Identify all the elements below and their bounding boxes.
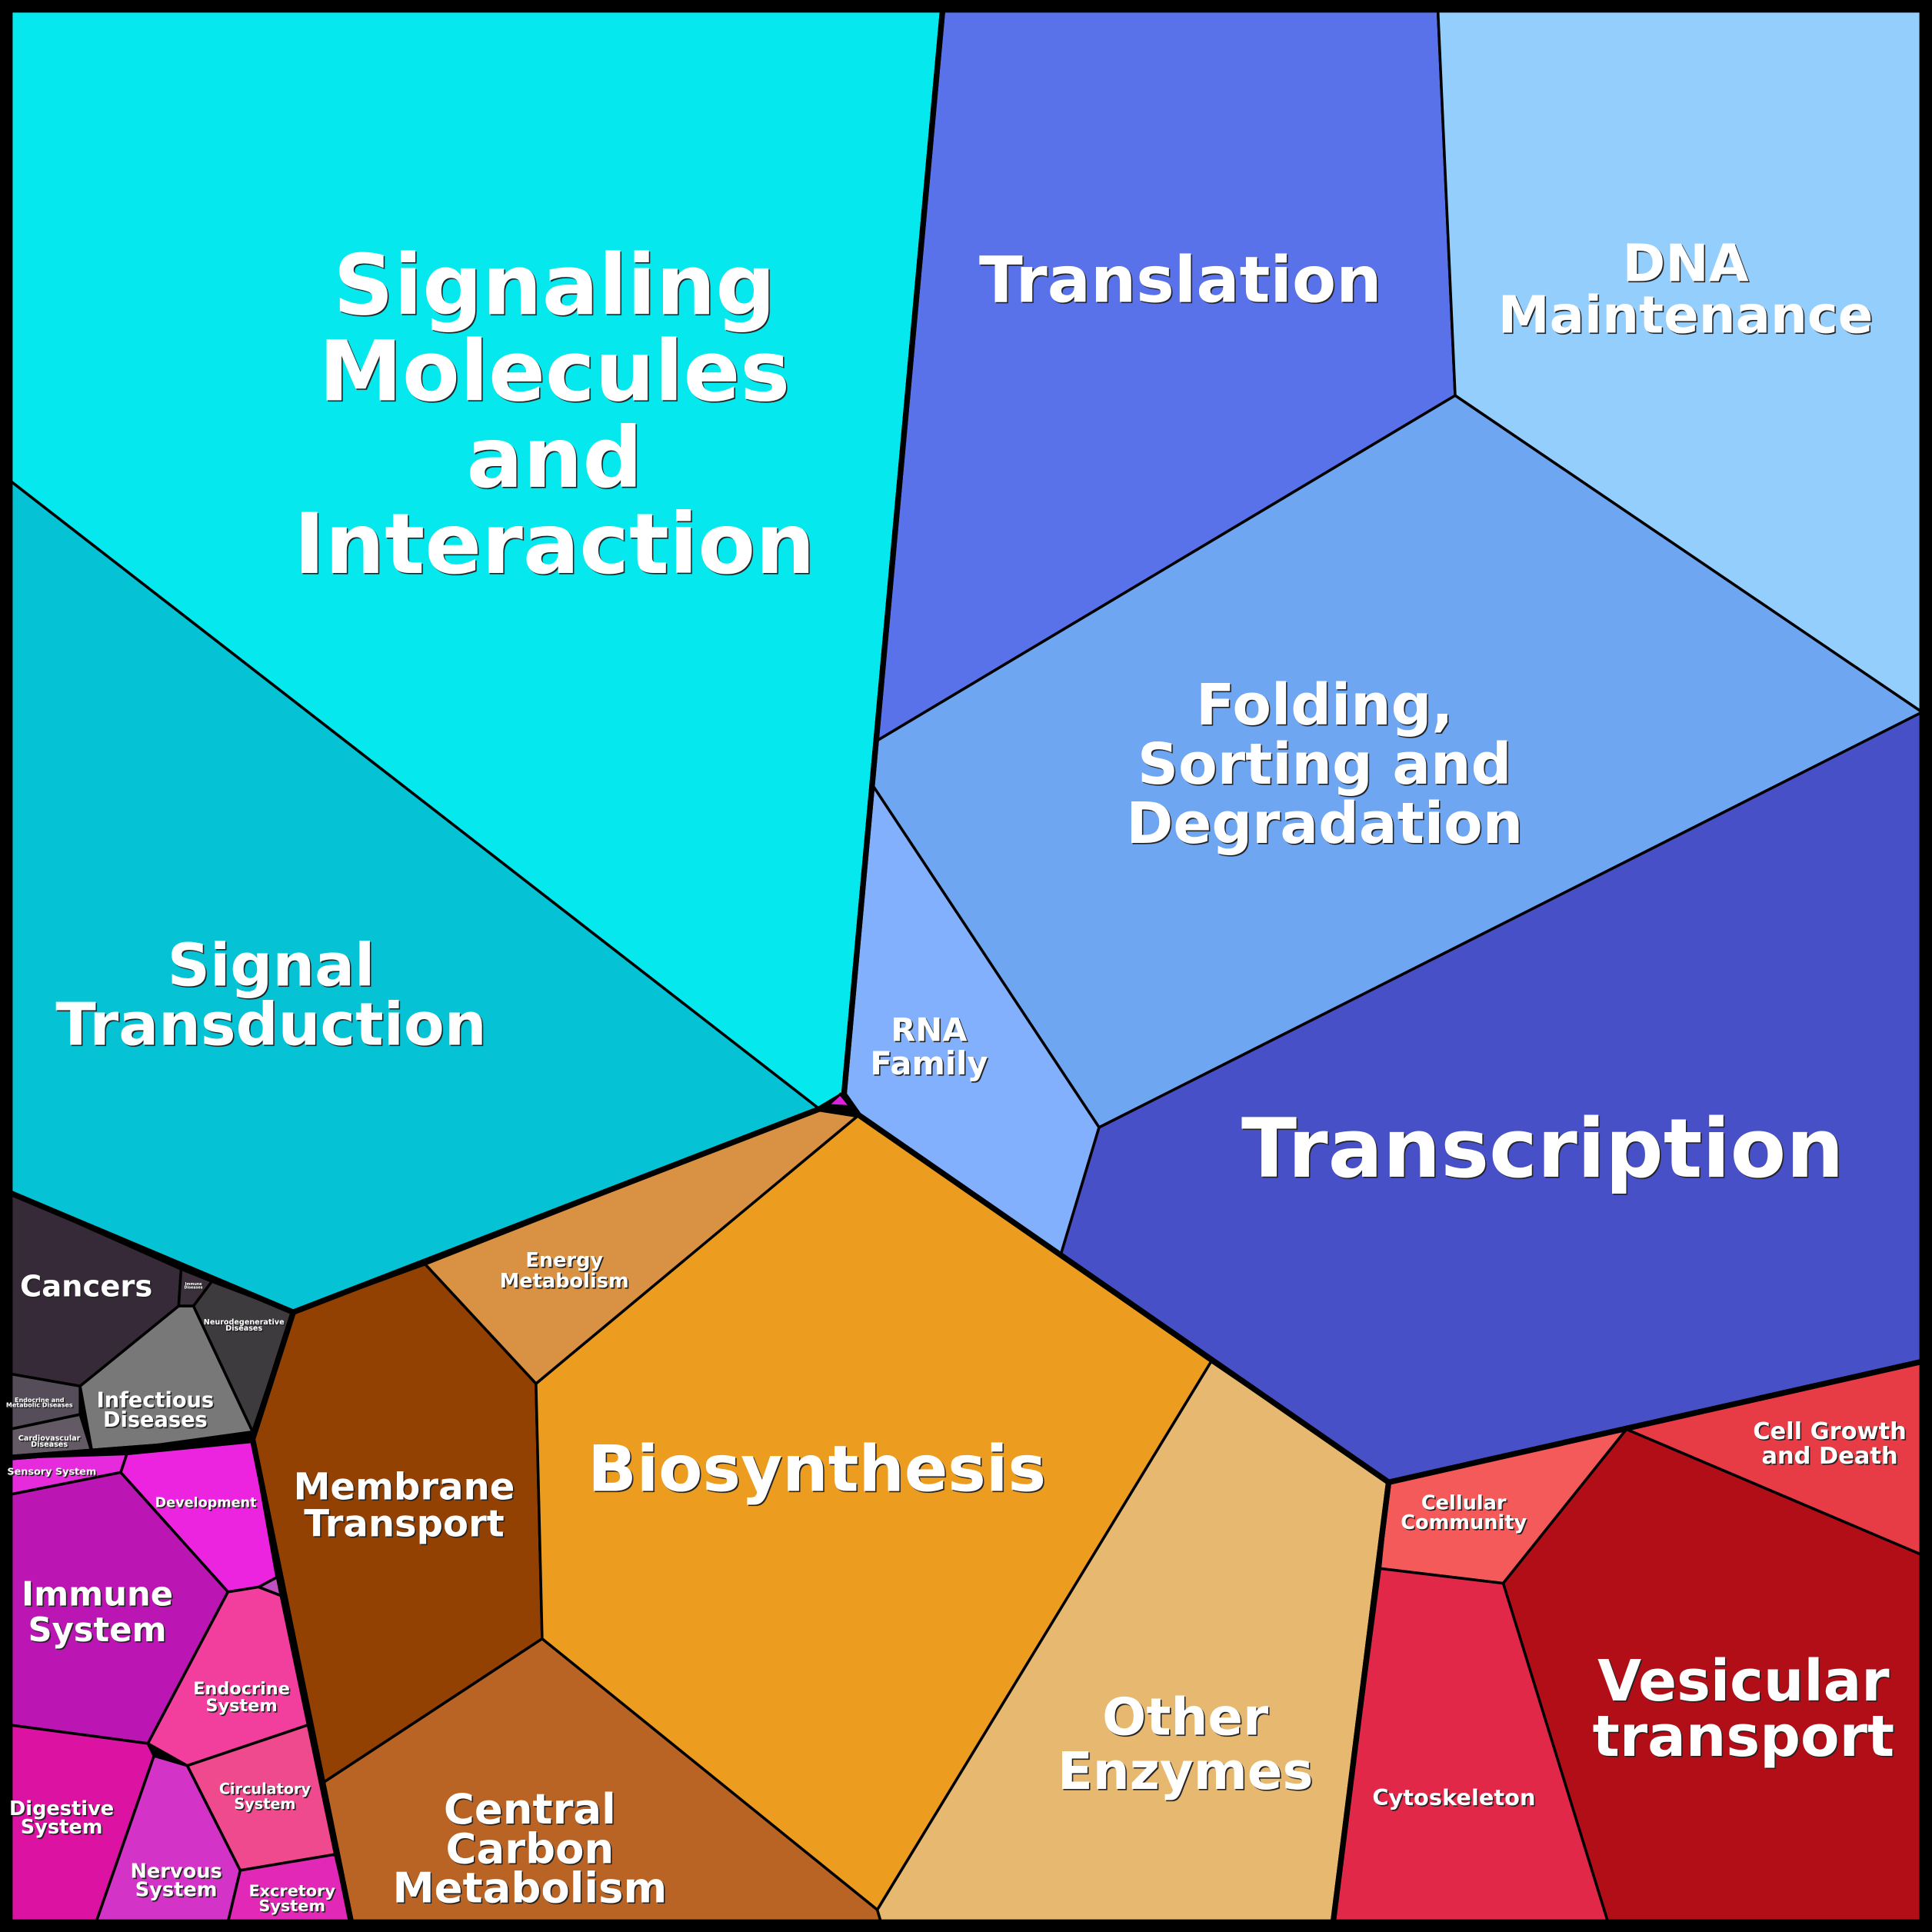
label-line: Interaction xyxy=(294,495,815,593)
label-sensory-system: Sensory System xyxy=(7,1467,96,1478)
label-line: Nervous xyxy=(130,1860,222,1884)
label-line: Metabolism xyxy=(392,1864,667,1913)
label-line: Enzymes xyxy=(1058,1741,1314,1801)
label-cancers: Cancers xyxy=(20,1269,152,1304)
label-line: Transcription xyxy=(1241,1101,1844,1196)
label-line: DNA xyxy=(1622,233,1748,293)
label-line: and Death xyxy=(1761,1443,1897,1470)
label-line: Transduction xyxy=(55,991,486,1060)
label-biosynthesis: Biosynthesis xyxy=(588,1431,1046,1506)
label-line: Transport xyxy=(304,1503,504,1546)
label-development: Development xyxy=(155,1495,258,1511)
label-line: Circulatory xyxy=(219,1780,311,1798)
group-border-cellular xyxy=(1330,1358,1925,1925)
label-line: Other xyxy=(1102,1687,1268,1747)
label-line: System xyxy=(205,1696,277,1716)
label-line: Vesicular xyxy=(1597,1649,1890,1714)
label-line: Signal xyxy=(168,932,375,1001)
label-line: System xyxy=(21,1816,103,1839)
tiny-cell-center xyxy=(824,1092,853,1108)
label-line: Diseases xyxy=(225,1324,262,1333)
label-line: Carbon xyxy=(446,1824,615,1873)
label-line: Membrane xyxy=(294,1466,515,1509)
label-line: Folding, xyxy=(1196,673,1453,738)
label-line: System xyxy=(258,1897,325,1915)
label-line: Diseases xyxy=(31,1441,68,1449)
label-line: Cell Growth xyxy=(1753,1418,1907,1445)
label-line: Infectious xyxy=(97,1389,215,1413)
cell-infectious[interactable] xyxy=(78,1304,255,1456)
group-border-organismal xyxy=(7,1436,355,1925)
label-line: Maintenance xyxy=(1498,285,1874,345)
label-line: Central xyxy=(444,1784,616,1834)
label-line: Metabolic Diseases xyxy=(6,1402,73,1409)
label-line: and xyxy=(466,409,642,507)
cells-layer xyxy=(8,8,1924,1924)
label-line: System xyxy=(234,1795,295,1813)
label-line: RNA xyxy=(891,1011,968,1049)
label-line: System xyxy=(135,1879,218,1902)
label-line: Biosynthesis xyxy=(588,1431,1046,1506)
label-line: Development xyxy=(155,1495,258,1511)
label-line: Diseases xyxy=(185,1286,203,1291)
label-cytoskeleton: Cytoskeleton xyxy=(1372,1784,1535,1810)
label-line: Digestive xyxy=(9,1797,114,1820)
label-line: Molecules xyxy=(319,323,791,421)
label-line: Community xyxy=(1401,1511,1527,1534)
label-line: Sensory System xyxy=(7,1467,96,1478)
label-line: Signaling xyxy=(333,237,775,335)
label-line: Immune xyxy=(185,1282,203,1287)
cell-adaptation[interactable] xyxy=(257,1575,283,1597)
label-line: Energy xyxy=(525,1249,603,1272)
label-line: Diseases xyxy=(103,1408,208,1432)
label-transcription: Transcription xyxy=(1241,1101,1844,1196)
label-line: Translation xyxy=(979,243,1382,318)
label-line: Cancers xyxy=(20,1269,152,1304)
label-line: System xyxy=(28,1611,166,1650)
label-line: Neurodegenerative xyxy=(204,1318,285,1327)
label-line: Immune xyxy=(22,1575,173,1614)
label-line: Metabolism xyxy=(500,1270,629,1293)
label-line: Degradation xyxy=(1126,791,1523,857)
label-line: Family xyxy=(870,1044,988,1082)
label-line: Endocrine xyxy=(193,1679,290,1699)
label-line: Cytoskeleton xyxy=(1372,1784,1535,1810)
label-translation: Translation xyxy=(979,243,1382,318)
label-line: Cellular xyxy=(1421,1492,1507,1515)
label-line: Excretory xyxy=(248,1882,335,1900)
label-line: Endocrine and xyxy=(15,1397,65,1404)
label-line: transport xyxy=(1593,1704,1895,1770)
label-line: Sorting and xyxy=(1138,732,1511,798)
label-line: Cardiovascular xyxy=(18,1434,81,1443)
